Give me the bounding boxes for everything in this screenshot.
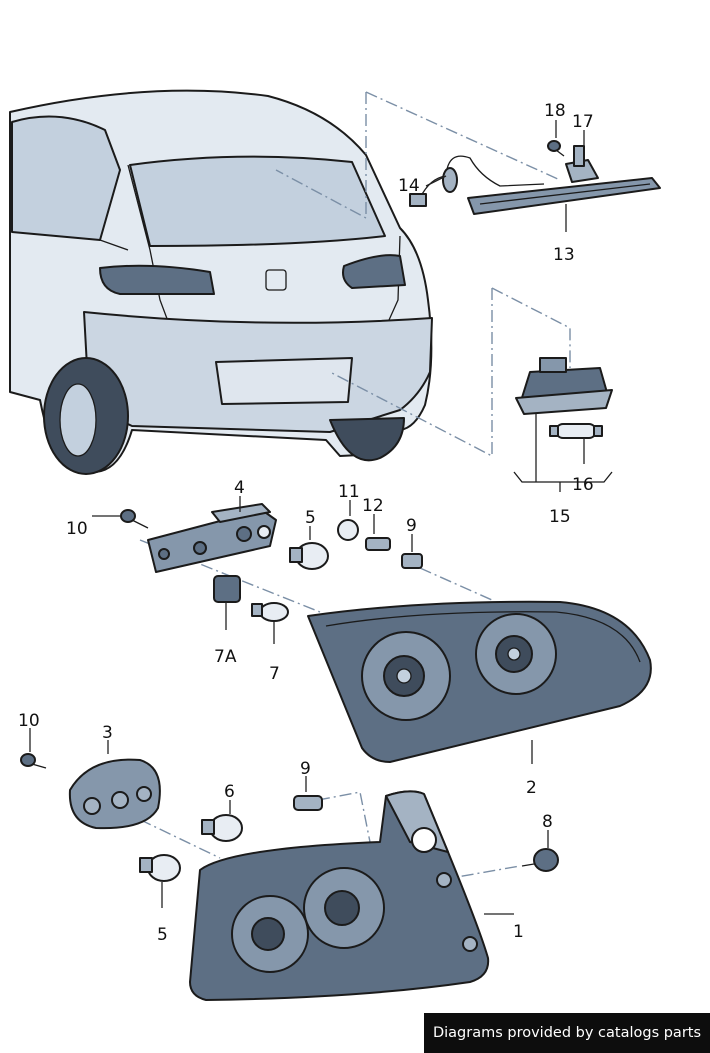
- callout-18: 18: [544, 101, 566, 121]
- callout-9-upper: 9: [406, 516, 417, 536]
- callout-10-upper: 10: [66, 519, 88, 539]
- callout-7: 7: [269, 664, 280, 684]
- callout-6: 6: [224, 782, 235, 802]
- callout-2: 2: [526, 778, 537, 798]
- catalog-credit-banner: Diagrams provided by catalogs parts: [424, 1013, 710, 1053]
- dashed-leaders: [119, 91, 571, 881]
- callout-11: 11: [338, 482, 360, 502]
- callout-5-lower: 5: [157, 925, 168, 945]
- callout-7a: 7A: [214, 647, 237, 667]
- callout-lead-lines: [29, 120, 585, 915]
- credit-text: Diagrams provided by catalogs parts: [432, 1025, 702, 1041]
- high-mount-brake-light: [409, 140, 661, 215]
- callout-9-lower: 9: [300, 759, 311, 779]
- tail-lamp-inner: [189, 790, 490, 1001]
- callout-8: 8: [542, 812, 553, 832]
- callout-4: 4: [234, 478, 245, 498]
- callout-1: 1: [513, 922, 524, 942]
- license-plate-light: [513, 357, 613, 492]
- callout-16: 16: [572, 475, 594, 495]
- callout-15: 15: [549, 507, 571, 527]
- callout-14: 14: [398, 176, 420, 196]
- tail-lamp-outer: [307, 600, 652, 763]
- bulb-holder-inner: [20, 753, 559, 882]
- callout-10-lower: 10: [18, 711, 40, 731]
- callout-17: 17: [572, 112, 594, 132]
- bulb-holder-outer: [120, 503, 423, 622]
- callout-3: 3: [102, 723, 113, 743]
- callout-12: 12: [362, 496, 384, 516]
- callout-5-upper: 5: [305, 508, 316, 528]
- callout-13: 13: [553, 245, 575, 265]
- callout-labels: 18 17 14 13 16 15 4 11 10 5 12 9 7A 7 2 …: [18, 101, 594, 945]
- car-rear-illustration: [9, 89, 433, 475]
